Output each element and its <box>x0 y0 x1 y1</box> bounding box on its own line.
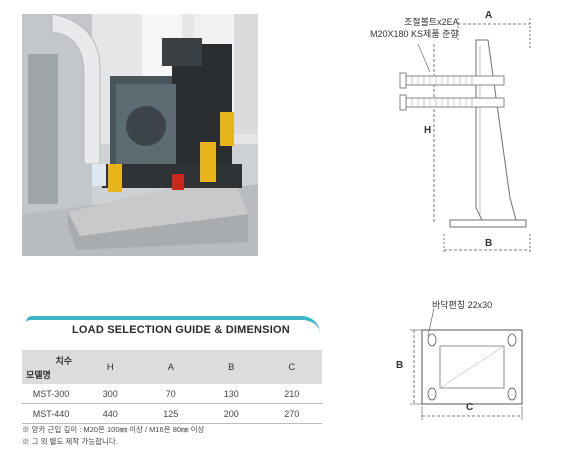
plan-view-drawing <box>400 288 562 434</box>
corner-top-label: 치수 <box>55 356 72 366</box>
row-value-a: 70 <box>165 388 176 399</box>
corner-bottom-label: 모델명 <box>26 370 51 380</box>
header-c: C <box>288 361 296 373</box>
row-value-b: 130 <box>223 388 239 399</box>
header-b: B <box>228 361 235 373</box>
notes: ※ 앙카 근입 깊이 : M20은 100㎜ 이상 / M16은 80㎜ 이상 … <box>22 424 204 448</box>
row-value-h: 440 <box>102 408 118 419</box>
note-line: ※ 앙카 근입 깊이 : M20은 100㎜ 이상 / M16은 80㎜ 이상 <box>22 425 205 434</box>
side-view-drawing <box>330 10 562 256</box>
plan-dim-b: B <box>396 360 404 371</box>
note-line: ※ 그 외 별도 제작 가능합니다. <box>22 437 118 446</box>
bolt-label: 조절볼트x2EA M20X180 KS제품 준향 <box>370 16 459 40</box>
side-dim-b: B <box>485 238 493 249</box>
table-row: MST-440 440 125 200 270 <box>22 404 322 424</box>
bolt-label-line2: M20X180 KS제품 준향 <box>370 29 459 39</box>
row-value-c: 210 <box>284 388 300 399</box>
plan-dim-c: C <box>466 402 474 413</box>
section-title: LOAD SELECTION GUIDE & DIMENSION <box>72 324 290 336</box>
plate-label: 바닥편칭 22x30 <box>432 300 493 310</box>
product-photo <box>22 14 258 256</box>
side-dim-a: A <box>485 10 493 21</box>
row-value-c: 270 <box>284 408 300 419</box>
row-value-a: 125 <box>163 408 179 419</box>
side-dim-h: H <box>424 125 432 136</box>
table-row: MST-300 300 70 130 210 <box>22 384 322 404</box>
row-value-b: 200 <box>223 408 239 419</box>
section-header: LOAD SELECTION GUIDE & DIMENSION <box>26 316 320 348</box>
table-header-row: 치수 모델명 H A B C <box>22 350 322 384</box>
bolt-label-line1: 조절볼트x2EA <box>404 17 459 27</box>
header-a: A <box>167 361 174 373</box>
row-value-h: 300 <box>102 388 118 399</box>
row-model: MST-440 <box>32 408 70 419</box>
row-model: MST-300 <box>32 388 70 399</box>
header-h: H <box>106 361 114 373</box>
table-corner-cell: 치수 모델명 <box>22 350 80 384</box>
spec-table: 치수 모델명 H A B C MST-300 300 70 130 210 MS… <box>22 350 322 424</box>
